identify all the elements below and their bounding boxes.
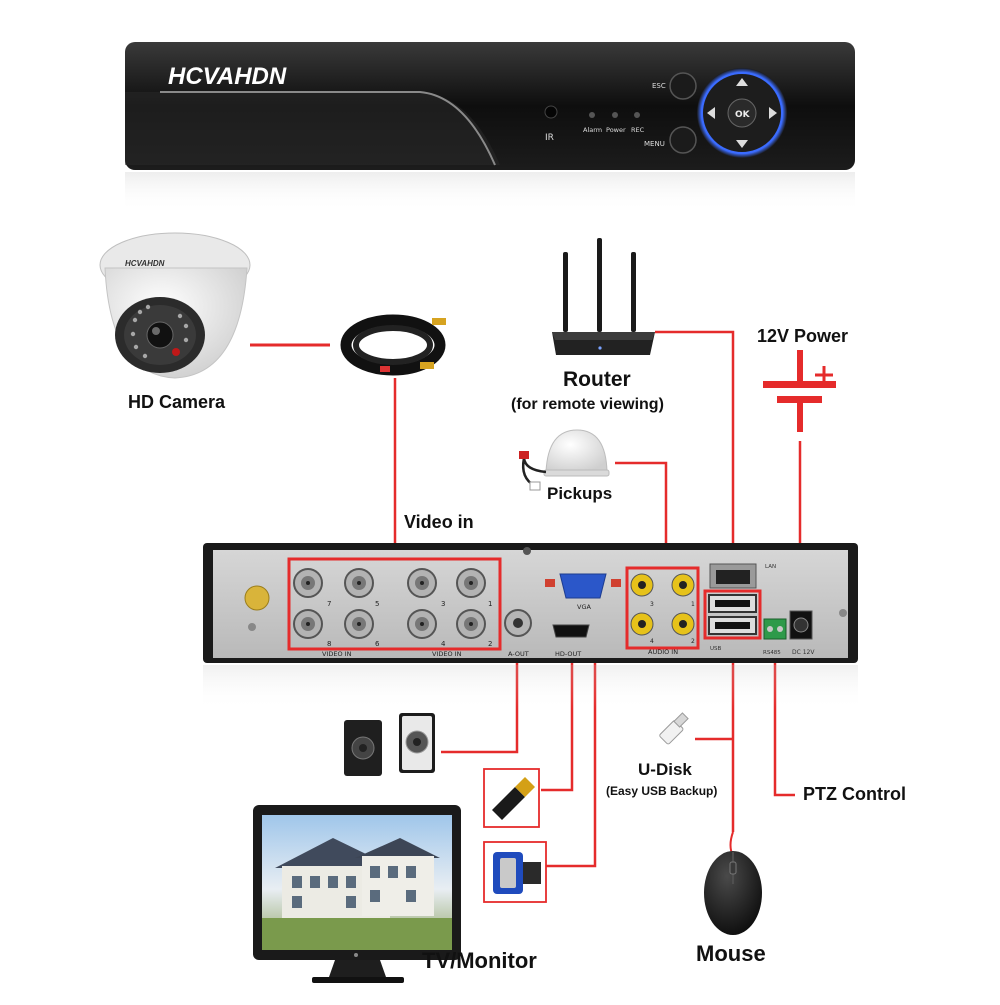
screw-icon-right xyxy=(839,609,847,617)
vga-port[interactable] xyxy=(559,573,607,599)
router-to-lan-wire xyxy=(655,330,735,567)
audio-in-highlight xyxy=(625,566,700,650)
esc-button[interactable] xyxy=(669,72,697,100)
u-disk-label: U-Disk xyxy=(638,760,692,779)
router-label: Router xyxy=(563,368,631,391)
screw-icon-top xyxy=(523,547,531,555)
rec-label: REC xyxy=(631,126,645,134)
power-led-icon xyxy=(612,112,618,118)
menu-button[interactable] xyxy=(669,126,697,154)
microphone-pickup-icon xyxy=(519,429,610,491)
hd-camera-label: HD Camera xyxy=(128,392,226,412)
usb-highlight xyxy=(703,589,762,640)
ground-screw-icon xyxy=(244,585,270,611)
ok-label: OK xyxy=(735,110,751,120)
a-out-label: A-OUT xyxy=(508,650,529,658)
router-icon xyxy=(552,238,655,355)
vga-plug-icon xyxy=(483,841,547,903)
bnc-number-7: 7 xyxy=(327,600,331,608)
usb-disk-icon xyxy=(659,712,689,745)
vga-label: VGA xyxy=(577,603,591,611)
hdmi-plug-icon xyxy=(483,768,540,828)
back-panel-reflection xyxy=(203,665,858,710)
speakers-icon xyxy=(344,713,435,776)
video-in-group-1[interactable] xyxy=(293,568,374,639)
menu-label: MENU xyxy=(644,140,665,148)
bnc-number-8: 8 xyxy=(327,640,331,648)
hd-out-label: HD-OUT xyxy=(555,650,581,658)
dome-camera-icon: HCVAHDN xyxy=(99,232,251,379)
audio-number-3: 3 xyxy=(650,601,654,608)
video-in-label-2: VIDEO IN xyxy=(432,650,462,658)
power-label: Power xyxy=(606,126,626,134)
audio-number-1: 1 xyxy=(691,601,695,608)
power-symbol-icon xyxy=(763,350,836,432)
bnc-number-1: 1 xyxy=(488,600,492,608)
nav-right-icon[interactable] xyxy=(769,107,777,119)
router-sub-label: (for remote viewing) xyxy=(511,396,664,413)
ok-button[interactable] xyxy=(727,98,757,128)
vga-screw-left xyxy=(545,579,555,587)
nav-left-icon[interactable] xyxy=(707,107,715,119)
audio-number-4: 4 xyxy=(650,638,654,645)
pickups-to-audio-wire xyxy=(615,461,668,568)
rs485-terminal[interactable] xyxy=(763,618,787,640)
esc-label: ESC xyxy=(652,82,666,90)
video-in-highlight xyxy=(287,557,502,651)
bnc-number-3: 3 xyxy=(441,600,445,608)
video-in-label: Video in xyxy=(404,512,474,532)
rec-led-icon xyxy=(634,112,640,118)
mouse-label: Mouse xyxy=(696,941,766,966)
u-disk-sub-label: (Easy USB Backup) xyxy=(606,784,718,798)
rs485-label: RS485 xyxy=(763,650,781,656)
dvr-front-unit: HCVAHDN IR Alarm Power REC ESC MENU OK xyxy=(125,42,855,212)
bnc-number-5: 5 xyxy=(375,600,379,608)
nav-up-icon[interactable] xyxy=(736,78,748,86)
dvr-front-reflection xyxy=(125,172,855,212)
video-in-group-2[interactable] xyxy=(407,568,486,639)
lan-label: LAN xyxy=(765,564,776,570)
pickups-label: Pickups xyxy=(547,484,613,503)
tv-monitor-label: TV/Monitor xyxy=(422,948,537,973)
hdmi-to-monitor-wire xyxy=(541,642,574,792)
rs485-to-ptz-wire xyxy=(773,640,795,797)
ptz-control-label: PTZ Control xyxy=(803,784,906,804)
hdmi-port[interactable] xyxy=(552,624,590,638)
cable-coil-icon xyxy=(340,314,446,376)
usb-label: USB xyxy=(710,646,722,652)
camera-brand-label: HCVAHDN xyxy=(125,259,165,268)
bnc-number-6: 6 xyxy=(375,640,380,648)
mouse-icon xyxy=(704,831,762,935)
ir-sensor-icon xyxy=(544,105,558,119)
dc12v-label: DC 12V xyxy=(792,649,815,656)
dvr-brand-logo: HCVAHDN xyxy=(168,63,287,90)
vga-screw-right xyxy=(611,579,621,587)
nav-down-icon[interactable] xyxy=(736,140,748,148)
ir-label: IR xyxy=(545,133,554,143)
screw-icon xyxy=(248,623,256,631)
bnc-number-2: 2 xyxy=(488,640,492,648)
power-label: 12V Power xyxy=(757,326,849,346)
alarm-label: Alarm xyxy=(583,126,602,134)
alarm-led-icon xyxy=(589,112,595,118)
audio-number-2: 2 xyxy=(691,638,695,645)
bnc-number-4: 4 xyxy=(441,640,446,648)
audio-in-label: AUDIO IN xyxy=(648,648,678,656)
monitor-icon xyxy=(253,805,461,983)
audio-in-ports[interactable] xyxy=(630,573,695,636)
video-in-label-1: VIDEO IN xyxy=(322,650,352,658)
dvr-back-panel: 7 5 8 6 VIDEO IN 3 1 4 2 VIDEO IN A-OUT … xyxy=(203,543,858,710)
